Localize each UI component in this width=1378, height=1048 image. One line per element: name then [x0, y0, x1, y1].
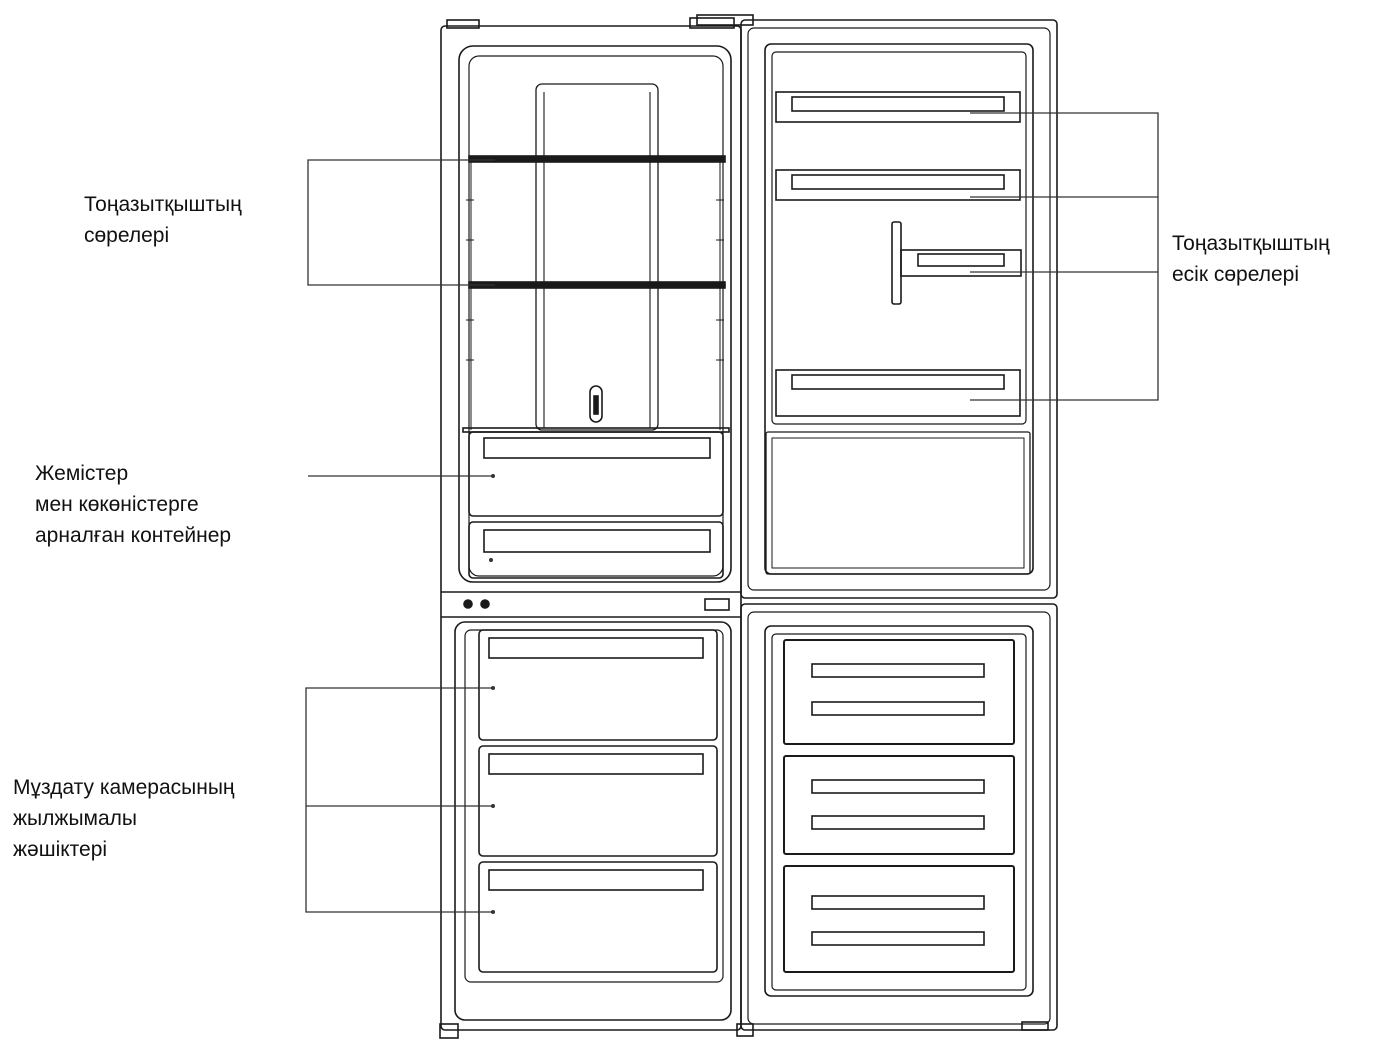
label-line: есік сөрелері — [1172, 263, 1299, 286]
freezer-compartment — [454, 621, 732, 1021]
freezer-door-panel — [783, 865, 1015, 973]
label-fridge-shelves: Тоңазытқыштың сөрелері — [84, 189, 242, 251]
label-crisper: Жемістер мен көкөністерге арналған конте… — [35, 458, 231, 551]
freezer-door-panel — [783, 639, 1015, 745]
crisper-drawer — [468, 431, 724, 517]
door-hinge-icon — [696, 14, 754, 26]
label-line: Мұздату камерасының — [13, 776, 235, 799]
freezer-drawer — [478, 861, 718, 973]
freezer-drawer — [478, 629, 718, 741]
leader-dots — [489, 474, 495, 914]
leader-door-shelves — [970, 112, 1159, 401]
door-bin-bracket — [891, 221, 902, 305]
label-line: мен көкөністерге — [35, 493, 199, 516]
door-shelf — [775, 369, 1021, 417]
door-shelf — [775, 91, 1021, 123]
label-line: Тоңазытқыштың — [84, 193, 242, 216]
label-line: жәшіктері — [13, 838, 108, 861]
fridge-shelf — [468, 155, 726, 163]
leader-fridge-shelves — [307, 159, 495, 286]
fridge-cabinet — [439, 17, 754, 1039]
crisper-drawer — [468, 521, 724, 579]
label-line: арналған контейнер — [35, 524, 232, 547]
leader-freezer-drawers — [305, 687, 493, 913]
label-door-shelves: Тоңазытқыштың есік сөрелері — [1172, 228, 1330, 290]
freezer-door — [740, 603, 1058, 1031]
control-knob-icon — [480, 599, 490, 609]
control-knob-icon — [463, 599, 473, 609]
fridge-door — [696, 14, 1058, 599]
freezer-door-panel — [783, 755, 1015, 855]
door-shelf — [775, 169, 1021, 201]
label-line: Жемістер — [35, 462, 129, 485]
door-shelf — [900, 249, 1022, 277]
sensor-icon — [589, 385, 603, 423]
fridge-compartment — [458, 45, 732, 583]
label-line: жылжымалы — [13, 807, 138, 830]
foot-icon — [439, 1023, 459, 1039]
freezer-drawer — [478, 745, 718, 857]
label-line: сөрелері — [84, 224, 170, 247]
label-freezer-drawers: Мұздату камерасының жылжымалы жәшіктері — [13, 772, 235, 865]
shelf-supports — [466, 199, 724, 361]
label-line: Тоңазытқыштың — [1172, 232, 1330, 255]
hinge-icon — [704, 598, 730, 611]
fridge-shelf — [468, 281, 726, 289]
leader-lines — [305, 112, 1159, 913]
